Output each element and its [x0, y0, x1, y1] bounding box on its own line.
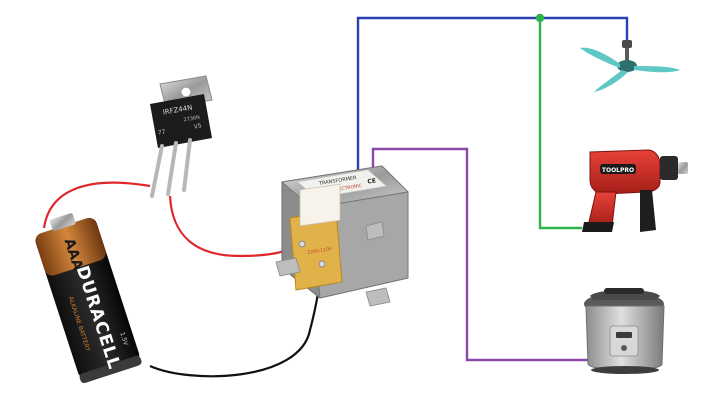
wire-junction-dot	[535, 13, 545, 23]
transformer-label-line: 220V-110V	[307, 246, 333, 256]
transistor-left-mark: 77	[157, 128, 166, 136]
red-wire-battery	[42, 181, 151, 229]
transformer-ce-mark: CE	[367, 177, 377, 185]
drill-brand-label: TOOLPRO	[602, 167, 634, 174]
battery-voltage-label: 1.5V	[118, 331, 129, 347]
purple-wire	[371, 147, 590, 362]
transistor-leg-gate	[150, 144, 164, 198]
transistor-right-mark: V5	[193, 122, 202, 130]
drill-brand-plate	[600, 164, 636, 174]
transformer-terminal-icon	[298, 240, 306, 248]
mounting-hole-icon	[180, 86, 192, 98]
red-wire-transformer	[168, 195, 301, 258]
rice-cooker-control-panel	[609, 325, 639, 357]
wires	[42, 13, 629, 378]
transistor: IRFZ44N 2736N 77 V5	[150, 75, 213, 198]
green-wire	[538, 18, 582, 230]
transformer-coil-label	[299, 183, 341, 227]
transistor-code-line: 2736N	[183, 115, 201, 124]
transistor-leg-drain	[166, 141, 178, 196]
transistor-leg-source	[182, 138, 192, 192]
transformer: TRANSFORMER CIRC ELECTRONIC CE 220V-110V	[275, 165, 410, 307]
blue-wire	[356, 16, 629, 182]
transformer-terminal-icon	[318, 260, 326, 268]
ceiling-fan-icon	[580, 40, 680, 92]
battery-terminal-icon	[49, 213, 76, 231]
drill-icon: TOOLPRO	[582, 149, 688, 232]
battery: AAA DURACELL ALKALINE BATTERY 1.5V	[35, 213, 142, 384]
rice-cooker-icon	[584, 288, 665, 374]
